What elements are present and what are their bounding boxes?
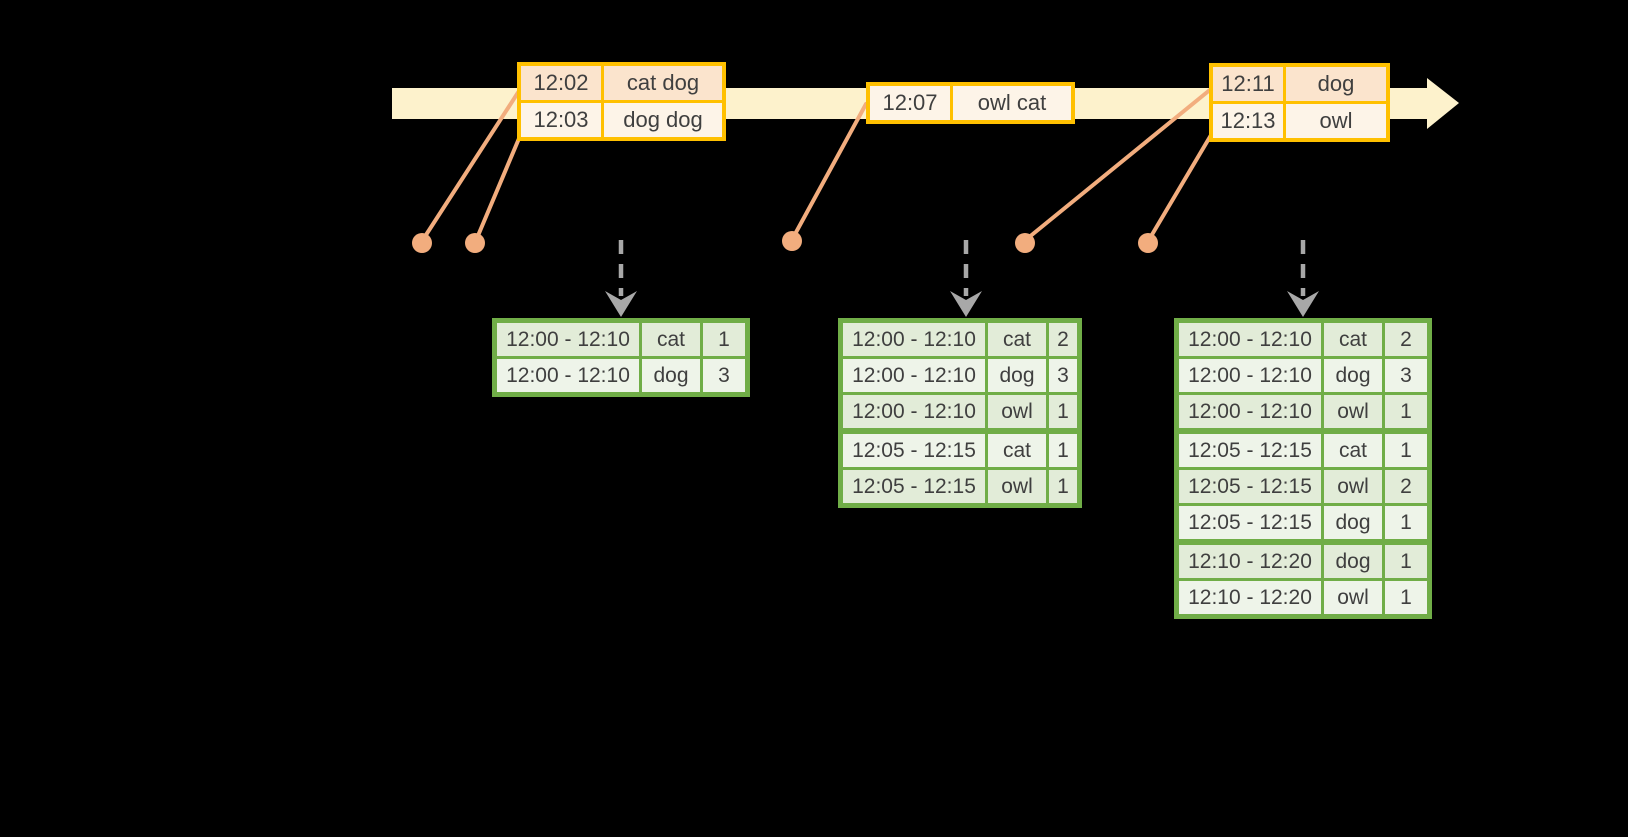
event-marker-dot <box>465 233 485 253</box>
table-row: 12:00 - 12:10 owl 1 <box>839 392 1081 434</box>
count-cell: 2 <box>1382 319 1431 359</box>
count-cell: 1 <box>1382 392 1431 434</box>
window-cell: 12:00 - 12:10 <box>1175 319 1324 359</box>
window-cell: 12:00 - 12:10 <box>493 319 642 359</box>
event-time-cell: 12:11 <box>1209 63 1286 104</box>
table-row: 12:05 - 12:15 cat 1 <box>839 429 1081 470</box>
event-time-cell: 12:13 <box>1209 101 1286 142</box>
event-words-cell: dog dog <box>601 100 726 141</box>
table-row: 12:05 - 12:15 cat 1 <box>1175 429 1431 470</box>
count-cell: 2 <box>1382 467 1431 506</box>
window-cell: 12:05 - 12:15 <box>839 429 988 470</box>
window-cell: 12:05 - 12:15 <box>1175 467 1324 506</box>
event-connector-line <box>475 127 525 240</box>
count-cell: 1 <box>1046 392 1081 434</box>
count-cell: 3 <box>1046 356 1081 395</box>
trigger-arrowhead-icon <box>605 291 637 317</box>
event-table-3: 12:11 dog 12:13 owl <box>1209 63 1390 142</box>
result-table-2: 12:00 - 12:10 cat 2 12:00 - 12:10 dog 3 … <box>838 318 1082 508</box>
word-cell: dog <box>1321 356 1385 395</box>
table-row: 12:10 - 12:20 dog 1 <box>1175 540 1431 581</box>
table-row: 12:02 cat dog <box>517 62 726 103</box>
table-row: 12:00 - 12:10 cat 1 <box>493 319 749 359</box>
count-cell: 3 <box>1382 356 1431 395</box>
window-cell: 12:00 - 12:10 <box>839 392 988 434</box>
word-cell: owl <box>1321 392 1385 434</box>
window-cell: 12:00 - 12:10 <box>1175 392 1324 434</box>
trigger-arrowhead-icon <box>950 291 982 317</box>
window-cell: 12:00 - 12:10 <box>1175 356 1324 395</box>
window-cell: 12:00 - 12:10 <box>839 356 988 395</box>
table-row: 12:03 dog dog <box>517 100 726 141</box>
word-cell: cat <box>985 429 1049 470</box>
window-cell: 12:00 - 12:10 <box>493 356 642 396</box>
event-words-cell: dog <box>1283 63 1390 104</box>
word-cell: cat <box>639 319 703 359</box>
table-row: 12:05 - 12:15 dog 1 <box>1175 503 1431 545</box>
table-row: 12:00 - 12:10 cat 2 <box>839 319 1081 359</box>
trigger-arrows <box>618 240 1306 296</box>
count-cell: 3 <box>700 356 749 396</box>
event-table-2: 12:07 owl cat <box>866 82 1075 124</box>
result-table-1: 12:00 - 12:10 cat 1 12:00 - 12:10 dog 3 <box>492 318 750 397</box>
event-table-1: 12:02 cat dog 12:03 dog dog <box>517 62 726 141</box>
table-row: 12:00 - 12:10 cat 2 <box>1175 319 1431 359</box>
window-cell: 12:10 - 12:20 <box>1175 540 1324 581</box>
timeline-arrowhead-icon <box>1427 78 1459 129</box>
event-time-cell: 12:02 <box>517 62 604 103</box>
count-cell: 1 <box>1382 540 1431 581</box>
count-cell: 1 <box>1046 429 1081 470</box>
event-connector-line <box>792 102 868 238</box>
event-time-cell: 12:03 <box>517 100 604 141</box>
word-cell: cat <box>1321 319 1385 359</box>
count-cell: 1 <box>700 319 749 359</box>
event-connector-line <box>422 89 521 240</box>
table-row: 12:00 - 12:10 dog 3 <box>839 356 1081 395</box>
word-cell: owl <box>1321 467 1385 506</box>
word-cell: cat <box>1321 429 1385 470</box>
window-cell: 12:05 - 12:15 <box>1175 429 1324 470</box>
window-cell: 12:10 - 12:20 <box>1175 578 1324 618</box>
word-cell: owl <box>985 392 1049 434</box>
table-row: 12:07 owl cat <box>866 82 1075 124</box>
table-row: 12:00 - 12:10 dog 3 <box>1175 356 1431 395</box>
event-markers <box>412 231 1158 253</box>
event-time-cell: 12:07 <box>866 82 953 124</box>
result-table-3: 12:00 - 12:10 cat 2 12:00 - 12:10 dog 3 … <box>1174 318 1432 619</box>
event-marker-dot <box>1138 233 1158 253</box>
event-connector-line <box>1026 87 1213 240</box>
event-words-cell: owl <box>1283 101 1390 142</box>
event-marker-dot <box>1015 233 1035 253</box>
window-cell: 12:00 - 12:10 <box>839 319 988 359</box>
event-marker-dot <box>782 231 802 251</box>
event-marker-dot <box>412 233 432 253</box>
trigger-arrowhead-icon <box>1287 291 1319 317</box>
word-cell: dog <box>985 356 1049 395</box>
word-cell: cat <box>985 319 1049 359</box>
table-row: 12:00 - 12:10 dog 3 <box>493 356 749 396</box>
event-connector-line <box>1148 128 1216 240</box>
event-connector-lines <box>422 87 1216 240</box>
word-cell: dog <box>1321 503 1385 545</box>
window-cell: 12:05 - 12:15 <box>839 467 988 507</box>
count-cell: 1 <box>1382 578 1431 618</box>
table-row: 12:05 - 12:15 owl 2 <box>1175 467 1431 506</box>
count-cell: 1 <box>1382 429 1431 470</box>
table-row: 12:11 dog <box>1209 63 1390 104</box>
count-cell: 1 <box>1046 467 1081 507</box>
word-cell: owl <box>1321 578 1385 618</box>
table-row: 12:10 - 12:20 owl 1 <box>1175 578 1431 618</box>
count-cell: 1 <box>1382 503 1431 545</box>
table-row: 12:05 - 12:15 owl 1 <box>839 467 1081 507</box>
word-cell: owl <box>985 467 1049 507</box>
event-words-cell: owl cat <box>950 82 1075 124</box>
window-cell: 12:05 - 12:15 <box>1175 503 1324 545</box>
trigger-arrowheads <box>605 291 1319 317</box>
table-row: 12:00 - 12:10 owl 1 <box>1175 392 1431 434</box>
table-row: 12:13 owl <box>1209 101 1390 142</box>
word-cell: dog <box>1321 540 1385 581</box>
word-cell: dog <box>639 356 703 396</box>
event-words-cell: cat dog <box>601 62 726 103</box>
count-cell: 2 <box>1046 319 1081 359</box>
